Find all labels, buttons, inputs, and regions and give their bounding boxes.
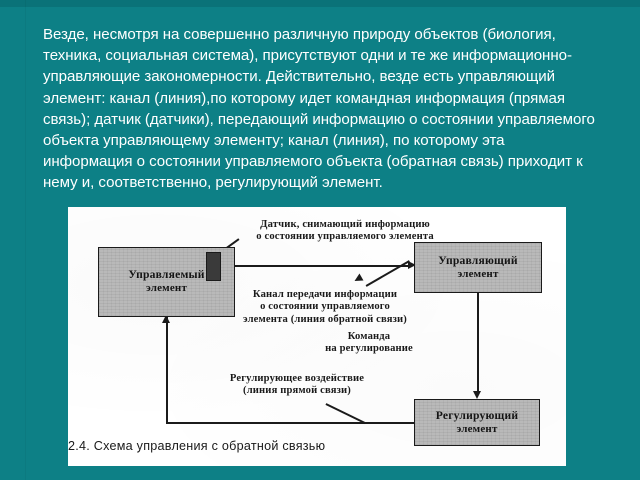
connector-up-to-managed bbox=[166, 317, 168, 423]
annotation-forward-link: Регулирующее воздействие (линия прямой с… bbox=[229, 373, 365, 397]
box-managing-element-line2: элемент bbox=[457, 267, 499, 280]
box-managed-element-line1: Управляемый bbox=[128, 268, 205, 282]
slide-top-band bbox=[0, 0, 640, 7]
connector-regulating-left bbox=[166, 422, 415, 424]
figure-canvas: Управляемый элемент Управляющий элемент … bbox=[68, 207, 566, 466]
arrowhead-up-to-managed bbox=[162, 315, 170, 323]
arrowhead-feedback-channel bbox=[352, 273, 364, 285]
leader-forward-link bbox=[325, 403, 366, 424]
box-regulating-element-line1: Регулирующий bbox=[435, 408, 519, 422]
connector-sensor-to-managing bbox=[220, 265, 412, 267]
annotation-command: Команда на регулирование bbox=[325, 331, 413, 355]
box-managing-element-line1: Управляющий bbox=[438, 253, 518, 267]
connector-managing-to-regulating bbox=[477, 293, 479, 391]
box-managed-element[interactable]: Управляемый элемент bbox=[98, 247, 235, 317]
arrowhead-managing-to-regulating bbox=[472, 391, 481, 399]
box-managed-element-line2: элемент bbox=[145, 282, 188, 295]
slide-left-rule bbox=[25, 0, 26, 480]
arrowhead-sensor-to-managing bbox=[408, 260, 416, 269]
box-regulating-element-line2: элемент bbox=[456, 422, 498, 435]
box-managing-element[interactable]: Управляющий элемент bbox=[414, 242, 542, 293]
annotation-feedback-channel: Канал передачи информации о состоянии уп… bbox=[243, 289, 407, 325]
annotation-sensor: Датчик, снимающий информацию о состоянии… bbox=[256, 219, 434, 243]
figure-caption: 2.4. Схема управления с обратной связью bbox=[68, 439, 326, 453]
sensor-icon bbox=[206, 252, 221, 281]
box-regulating-element[interactable]: Регулирующий элемент bbox=[414, 399, 540, 446]
slide-body-text: Везде, несмотря на совершенно различную … bbox=[43, 26, 599, 192]
figure-card: Управляемый элемент Управляющий элемент … bbox=[68, 207, 566, 466]
